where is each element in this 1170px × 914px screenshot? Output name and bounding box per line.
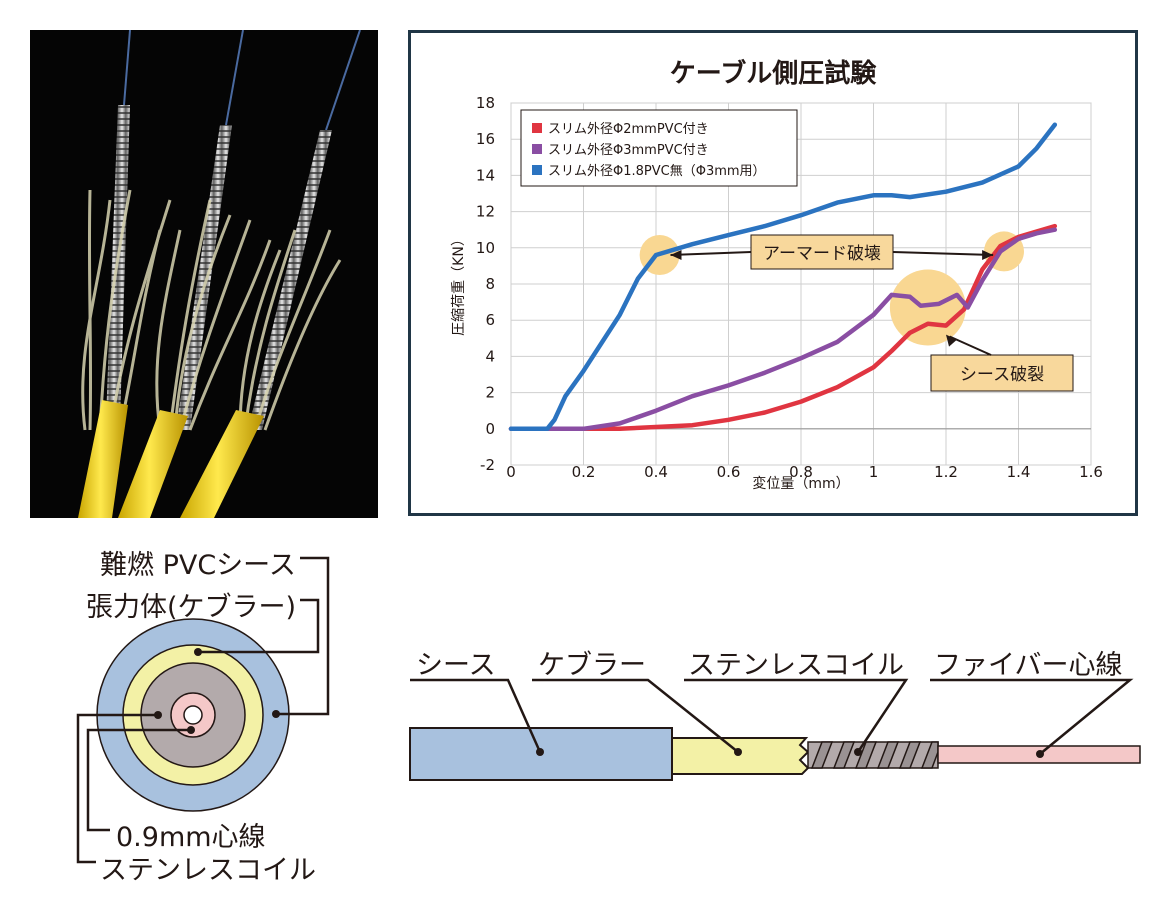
series-line-2 — [508, 227, 1058, 432]
legend-swatch — [532, 165, 542, 175]
legend-box — [520, 109, 798, 187]
arrowhead-sheath — [946, 334, 957, 347]
x-tick-label: 1 — [869, 463, 879, 481]
x-tick-label: 1.2 — [934, 463, 958, 481]
chart-svg: 0 0.2 0.4 0.6 0.8 1 1.2 1.4 1.6 18 16 14 12 10 8 6 4 2 0 -2… — [451, 94, 1103, 492]
legend-swatch — [532, 144, 542, 154]
callout-armored-arrow-right — [892, 251, 994, 257]
y-tick-label: 14 — [476, 166, 495, 184]
legend-label: スリム外径Φ1.8PVC無（Φ3mm用） — [548, 164, 766, 179]
x-tick-label: 0.4 — [644, 463, 668, 481]
x-axis-label: 変位量（mm） — [752, 475, 849, 492]
y-axis-label: 圧縮荷重（KN） — [451, 232, 467, 336]
y-tick-label: 12 — [476, 203, 495, 221]
callout-sheath-box — [930, 354, 1074, 392]
fiber-center — [183, 705, 203, 725]
long-label-kevlar: ケブラー — [538, 650, 646, 681]
label-sheath: 難燃 PVCシース — [100, 550, 296, 581]
legend-swatch — [532, 123, 542, 133]
callout-armored-text: アーマード破壊 — [763, 244, 881, 264]
y-tick-label: 8 — [485, 275, 495, 293]
y-tick-label: -2 — [480, 456, 495, 474]
callout-armored-box — [750, 234, 894, 270]
label-coil: ステンレスコイル — [100, 855, 316, 886]
chart-panel: ケーブル側圧試験 0 0.2 0.4 0.6 0.8 1 1.2 1.4 1.6 18 16 14 12… — [408, 30, 1138, 516]
x-tick-label: 1.4 — [1007, 463, 1031, 481]
series-line-3 — [508, 122, 1058, 432]
highlight-sheath-burst — [889, 269, 966, 346]
x-tick-label: 0.6 — [717, 463, 741, 481]
legend-label: スリム外径Φ2mmPVC付き — [548, 122, 709, 137]
arrowhead-left — [670, 250, 682, 261]
legend-label: スリム外径Φ3mmPVC付き — [548, 143, 709, 158]
y-tick-label: 18 — [476, 94, 495, 112]
y-tick-label: 4 — [485, 347, 495, 365]
chart-title: ケーブル側圧試験 — [669, 59, 877, 89]
diagram-svg — [76, 556, 1141, 864]
cable-photo — [30, 30, 378, 518]
y-tick-label: 2 — [485, 384, 495, 402]
cable-photo-illustration — [78, 30, 361, 518]
long-label-coil: ステンレスコイル — [688, 650, 904, 681]
series-line-1 — [508, 223, 1058, 432]
y-tick-label: 10 — [476, 239, 495, 257]
y-tick-label: 16 — [476, 130, 495, 148]
callout-sheath-text: シース破裂 — [960, 365, 1044, 385]
x-tick-label: 0.2 — [572, 463, 596, 481]
long-kevlar — [671, 737, 810, 775]
long-label-sheath: シース — [416, 650, 496, 681]
x-tick-label: 1.6 — [1079, 463, 1103, 481]
arrowhead-right — [982, 250, 994, 261]
callout-armored-arrow-left — [670, 251, 752, 257]
y-tick-label: 0 — [485, 420, 495, 438]
x-tick-label: 0.8 — [789, 463, 813, 481]
long-label-fiber: ファイバー心線 — [934, 650, 1123, 681]
label-core: 0.9mm心線 — [116, 822, 266, 853]
y-tick-label: 6 — [485, 311, 495, 329]
x-tick-label: 0 — [506, 463, 516, 481]
label-tension: 張力体(ケブラー) — [86, 592, 297, 623]
